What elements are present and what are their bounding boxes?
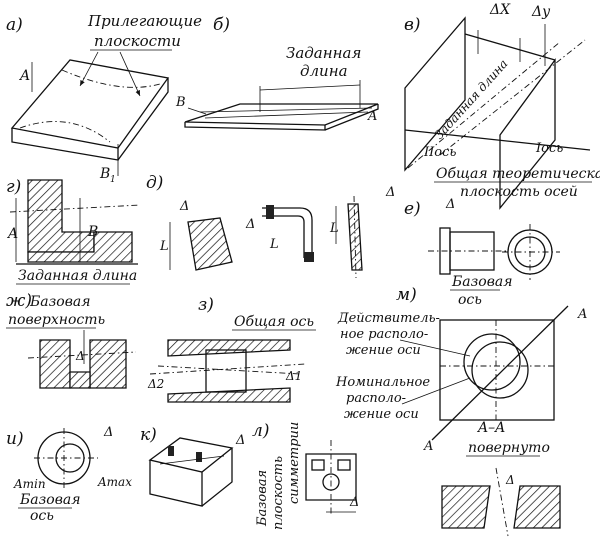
panel-i-amin: Amin [13, 477, 46, 491]
panel-z-letter: з) [198, 295, 214, 315]
panel-i-caption-2: ось [30, 508, 54, 524]
panel-d-letter: д) [146, 173, 163, 193]
panel-e-letter: е) [404, 199, 421, 219]
panel-zh-caption-1: Базовая [29, 294, 90, 310]
panel-zh-delta: Δ [75, 349, 85, 363]
panel-g-letter: г) [6, 177, 21, 197]
panel-m-delta: Δ [505, 473, 515, 487]
panel-v: в) ΔX Δy Заданная длина IIось Iось Общая… [404, 2, 600, 210]
panel-k-letter: к) [140, 425, 157, 445]
panel-m-nominal-3: жение оси [344, 407, 419, 422]
panel-m: м) Действитель- ное располо- жение оси Н… [335, 285, 587, 537]
panel-m-section: A–A [476, 420, 505, 436]
panel-zh-letter: ж) [6, 291, 32, 311]
panel-d-l3: L [329, 221, 339, 236]
panel-v-dy: Δy [531, 4, 551, 20]
panel-m-actual-2: ное располо- [340, 327, 428, 342]
panel-l-letter: л) [252, 421, 269, 441]
panel-m-actual-3: жение оси [346, 343, 421, 358]
panel-z: з) Общая ось Δ2 Δ1 [147, 295, 316, 403]
panel-e-caption-1: Базовая [451, 274, 512, 290]
panel-v-axis-1: Iось [535, 141, 563, 156]
panel-l-caption-1: Базовая [255, 470, 270, 527]
panel-d-delta3: Δ [385, 185, 395, 200]
panel-v-diag: Заданная длина [432, 57, 511, 142]
panel-k: к) Δ [140, 425, 245, 507]
panel-d: д) L Δ Δ L L Δ [146, 173, 395, 279]
panel-m-nominal-2: располо- [346, 391, 406, 406]
panel-a-dim-b: B [99, 166, 110, 182]
panel-g-caption: Заданная длина [18, 268, 137, 284]
panel-m-a1: A [577, 307, 587, 322]
panel-a-title-2: плоскости [94, 32, 181, 50]
panel-e: е) Δ Базовая ось [404, 197, 560, 308]
panel-b-title-2: длина [300, 62, 348, 80]
panel-a-dim-b-sub: 1 [110, 175, 116, 185]
panel-i: и) Δ Amin Amax Базовая ось [6, 425, 132, 524]
panel-g: г) A B Заданная длина [6, 177, 141, 285]
panel-b-dim-b: B [175, 95, 186, 110]
panel-v-axis-2: IIось [423, 145, 456, 160]
right-wall [499, 58, 556, 210]
panel-i-delta: Δ [103, 425, 113, 440]
panel-g-dim-b: B [87, 224, 98, 240]
panel-l: л) Базовая плоскость симметрии Δ [252, 421, 359, 530]
panel-a-dim-a: A [18, 68, 30, 84]
panel-b-letter: б) [213, 15, 230, 35]
panel-b: б) Заданная длина B A [175, 15, 379, 131]
panel-v-letter: в) [404, 15, 421, 35]
panel-v-caption-1: Общая теоретическая [436, 166, 600, 182]
panel-a: а) Прилегающие плоскости A B 1 [6, 12, 202, 185]
panel-m-actual-1: Действитель- [337, 311, 440, 326]
panel-z-delta-1: Δ1 [285, 369, 302, 383]
panel-z-caption: Общая ось [234, 314, 314, 330]
panel-i-letter: и) [6, 429, 24, 449]
panel-l-delta: Δ [349, 495, 359, 510]
panel-zh-caption-2: поверхность [8, 312, 105, 328]
panel-b-title-1: Заданная [286, 44, 361, 62]
panel-l-caption-2: плоскость [271, 456, 286, 530]
panel-k-delta: Δ [235, 433, 245, 448]
panel-e-caption-2: ось [458, 292, 482, 308]
panel-g-dim-a: A [6, 226, 18, 242]
panel-m-rotated: повернуто [468, 440, 550, 456]
panel-d-delta2: Δ [245, 217, 255, 232]
panel-d-l2: L [269, 237, 279, 252]
panel-v-dx: ΔX [489, 2, 511, 18]
panel-m-letter: м) [396, 285, 417, 305]
panel-zh: ж) Базовая поверхность Δ [6, 291, 137, 389]
panel-i-caption-1: Базовая [19, 492, 80, 508]
panel-z-delta-2: Δ2 [147, 377, 164, 391]
panel-m-nominal-1: Номинальное [335, 375, 430, 390]
panel-b-dim-a: A [367, 109, 377, 124]
plate-top-face [10, 59, 170, 149]
panel-i-amax: Amax [97, 475, 132, 489]
panel-l-caption-3: симметрии [287, 422, 302, 504]
left-wall [404, 16, 466, 172]
panel-v-caption-2: плоскость осей [460, 184, 578, 200]
panel-d-delta1: Δ [179, 199, 189, 214]
panel-a-title-1: Прилегающие [87, 12, 202, 30]
panel-m-a2: A [423, 439, 433, 454]
panel-e-delta: Δ [445, 197, 455, 212]
panel-a-letter: а) [6, 15, 23, 35]
panel-d-l1: L [159, 239, 169, 254]
